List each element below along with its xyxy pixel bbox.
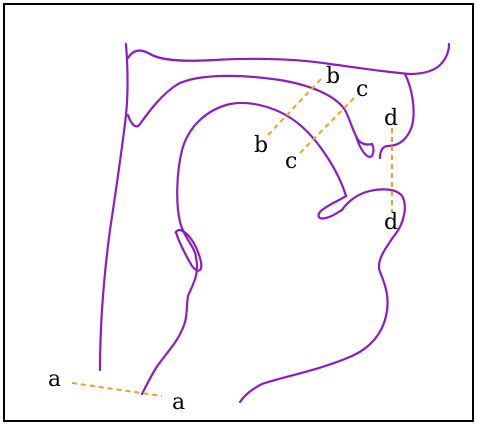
- lower-lip: [238, 188, 406, 404]
- label-a-right: a: [172, 390, 185, 415]
- throat-front: [140, 256, 199, 396]
- upper-teeth-lip: [378, 72, 415, 160]
- pharynx-back-wall: [98, 42, 129, 372]
- measure-line-a: [71, 382, 163, 397]
- label-d-upper: d: [384, 106, 398, 131]
- label-b-upper: b: [326, 64, 340, 89]
- label-a-left: a: [48, 367, 61, 392]
- label-c-upper: c: [356, 77, 368, 102]
- upper-incisor: [354, 134, 375, 158]
- tongue-tip: [317, 194, 348, 220]
- label-c-lower: c: [285, 149, 297, 174]
- frame-border: [3, 3, 474, 422]
- epiglottis: [174, 228, 203, 272]
- palate-upper-contour: [126, 42, 451, 76]
- label-d-lower: d: [384, 210, 398, 235]
- label-b-lower: b: [254, 133, 268, 158]
- tongue-dorsum: [176, 101, 348, 260]
- measure-line-b: [267, 77, 323, 136]
- measure-line-c: [299, 95, 357, 154]
